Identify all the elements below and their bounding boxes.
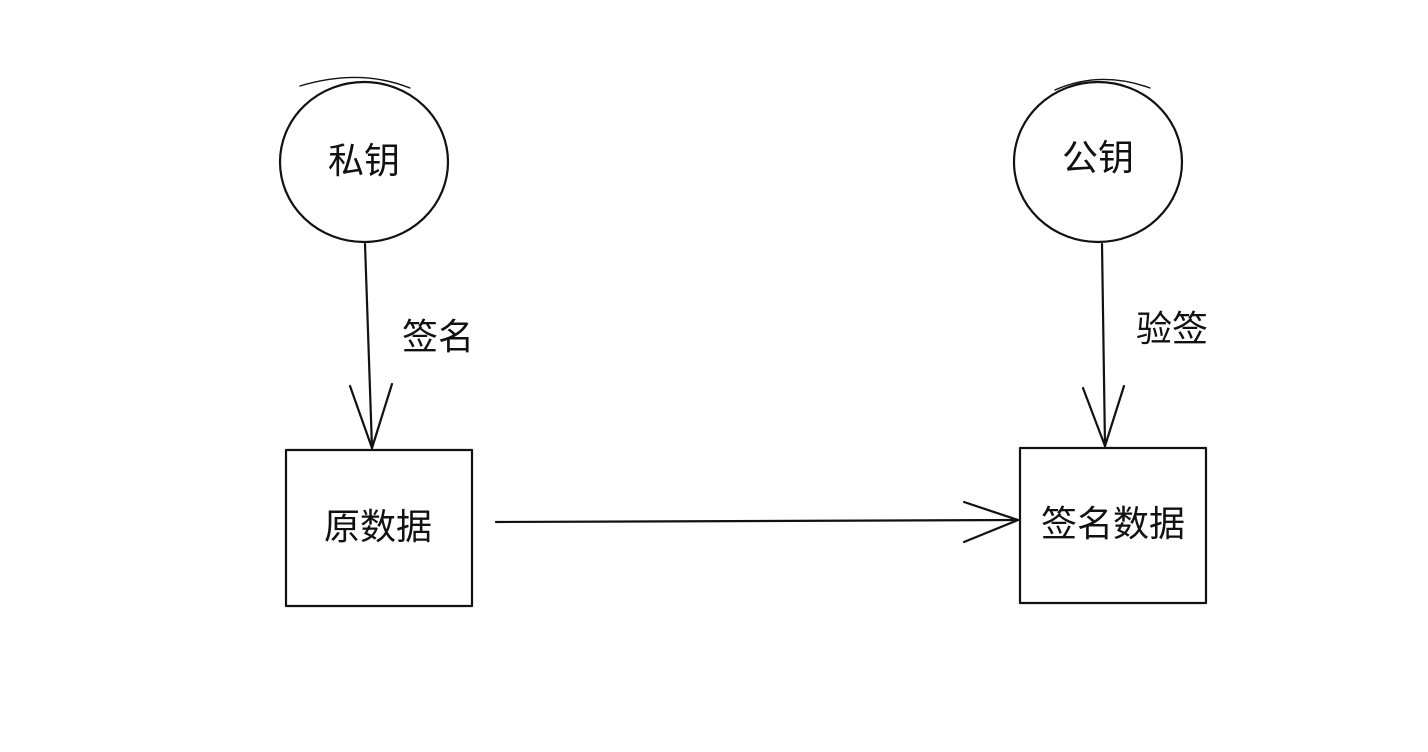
- private-key-label: 私钥: [327, 141, 401, 182]
- signed-data-box: [1018, 446, 1208, 605]
- transfer-arrow: [494, 500, 1020, 544]
- sign-edge-label: 签名: [401, 317, 475, 358]
- public-key-circle: [1012, 80, 1184, 244]
- private-key-circle: [278, 80, 450, 244]
- signed-data-label: 签名数据: [1040, 504, 1186, 545]
- verify-arrow: [1081, 242, 1126, 448]
- raw-data-box: [284, 448, 474, 608]
- sign-arrow: [348, 242, 394, 450]
- public-key-label: 公钥: [1061, 138, 1135, 179]
- verify-edge-label: 验签: [1135, 309, 1209, 350]
- raw-data-label: 原数据: [323, 507, 433, 548]
